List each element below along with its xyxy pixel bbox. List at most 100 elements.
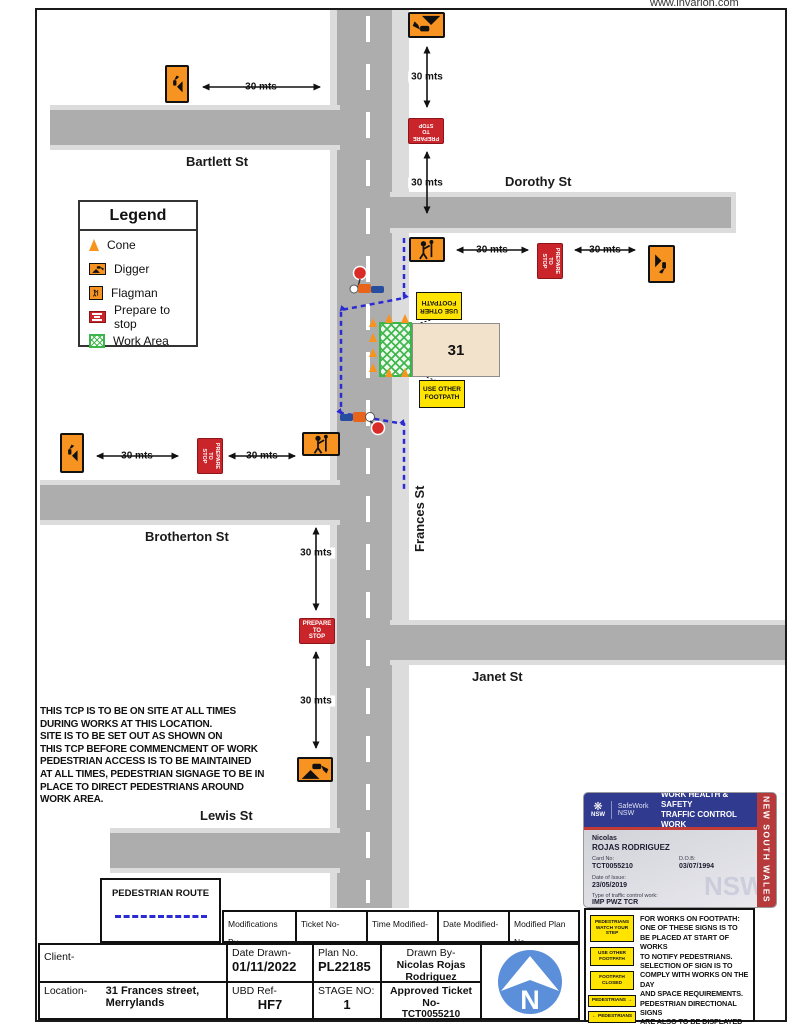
footpath-notes-text: FOR WORKS ON FOOTPATH: ONE OF THESE SIGN… [640,914,749,1024]
prepare-to-stop-icon [89,311,106,323]
prepare-to-stop-sign: PREPARE TO STOP [408,118,444,144]
brotherton-st-footpath-top [40,480,340,485]
card-work-types: IMP PWZ TCR [592,899,639,906]
digger-sign [165,65,189,103]
cell-client: Client- [38,943,228,983]
card-first-name: Nicolas [592,835,617,842]
card-agency: SafeWork NSW [617,803,649,817]
digger-icon [68,444,78,462]
flagman-icon [419,239,434,259]
traffic-controller-figure [349,265,384,294]
cell-plan-no: Plan No. PL22185 [312,943,382,983]
legend-panel: Legend Cone Digger Flagman Prepare to st… [78,200,198,348]
digger-sign [648,245,675,283]
frances-st-road [337,10,392,908]
cell-ubd-ref: UBD Ref- HF7 [226,981,314,1020]
cell-north-arrow: N [480,943,580,1020]
pedestrians-left-sign: ← PEDESTRIANS [588,1011,636,1023]
cell-modified-plan-no: Modified Plan No- [508,910,580,947]
card-last-name: ROJAS RODRIGUEZ [592,843,670,852]
pedestrian-route-dash-sample [114,915,207,918]
use-other-footpath-sign: USE OTHER FOOTPATH [419,380,465,408]
bartlett-st-footpath-bottom [50,145,340,150]
janet-st-road [390,625,785,660]
invarion-watermark: www.invarion.com [650,0,739,9]
card-watermark: NSW [704,871,765,901]
brotherton-st-footpath-bottom [40,520,340,525]
frances-st-footpath-left [330,10,337,908]
safework-card: ❋ NSW SafeWork NSW WORK HEALTH & SAFETY … [583,792,777,908]
digger-icon [173,75,183,93]
pedestrian-route-title: PEDESTRIAN ROUTE [111,888,210,899]
prepare-to-stop-sign: PREPARE TO STOP [197,438,223,474]
dorothy-st-footpath-top [390,192,731,197]
legend-item-prepare-to-stop: Prepare to stop [80,303,196,331]
pedestrians-watch-your-step-sign: PEDESTRIANS WATCH YOUR STEP [590,915,634,942]
distance-arrows [96,46,636,749]
digger-icon [412,15,441,32]
traffic-controller-figure [340,412,386,436]
janet-st-footpath-bottom [390,660,785,665]
cell-ticket-no: Ticket No- [295,910,368,943]
cone-icon [369,333,377,342]
bartlett-st-footpath-top [50,105,340,110]
street-label-brotherton: Brotherton St [145,529,229,544]
card-header-divider [611,801,612,819]
cone-icon [401,368,409,377]
legend-title: Legend [80,202,196,231]
use-other-footpath-sign: USE OTHER FOOTPATH [590,947,634,966]
bartlett-st-road [50,110,340,145]
prepare-to-stop-sign: PREPARE TO STOP [299,618,335,644]
cell-location: Location- 31 Frances street, Merrylands [38,981,228,1020]
pedestrian-route-path [336,238,409,490]
card-number: TCT0055210 [592,863,633,870]
legend-item-digger: Digger [80,255,196,279]
building-31: 31 [412,323,500,377]
card-title: WORK HEALTH & SAFETY TRAFFIC CONTROL WOR… [660,792,737,829]
street-label-bartlett: Bartlett St [186,154,249,169]
dorothy-st-endcap [731,192,736,233]
lewis-st-footpath-top [110,828,340,833]
flagman-sign [302,432,340,456]
lewis-st-road [110,833,340,868]
janet-st-footpath-top [390,620,785,625]
building-number: 31 [447,341,465,359]
cell-drawn-by: Drawn By- Nicolas Rojas Rodriguez [380,943,482,983]
cone-icon [89,239,99,251]
north-letter: N [520,985,540,1015]
dorothy-st-footpath-bottom [390,228,731,233]
card-nsw-stripe: NEW SOUTH WALES [757,793,776,907]
cell-approved-ticket: Approved Ticket No- TCT0055210 [380,981,482,1020]
lewis-st-footpath-bottom [110,868,340,873]
legend-item-cone: Cone [80,231,196,255]
flagman-sign [409,237,445,262]
flagman-icon [313,434,328,454]
digger-sign [297,757,333,782]
street-label-janet: Janet St [472,669,523,684]
cone-icon [401,314,409,323]
digger-icon [301,763,329,779]
flagman-icon [89,286,103,300]
brotherton-st-road [40,485,340,520]
north-arrow-icon: N [498,949,562,1015]
card-issue-date: 23/05/2019 [592,882,628,889]
nsw-logo: ❋ NSW [591,801,605,819]
cell-stage-no: STAGE NO: 1 [312,981,382,1020]
use-other-footpath-sign: USE OTHER FOOTPATH [416,292,462,320]
cone-icon [369,363,377,372]
work-area-icon [89,334,105,348]
street-label-dorothy: Dorothy St [505,174,572,189]
drawing-frame [35,8,787,1022]
footpath-notes-panel: PEDESTRIANS WATCH YOUR STEP USE OTHER FO… [584,908,755,1024]
cone-icon [369,348,377,357]
pedestrians-right-sign: PEDESTRIANS → [588,995,636,1007]
pedestrian-route-legend: PEDESTRIAN ROUTE [100,878,221,943]
legend-item-flagman: Flagman [80,279,196,303]
digger-sign [408,12,445,38]
cone-icon [385,314,393,323]
frances-st-footpath-right [392,10,409,908]
digger-sign [60,433,84,473]
footpath-closed-sign: FOOTPATH CLOSED [590,971,634,990]
cone-icon [385,368,393,377]
